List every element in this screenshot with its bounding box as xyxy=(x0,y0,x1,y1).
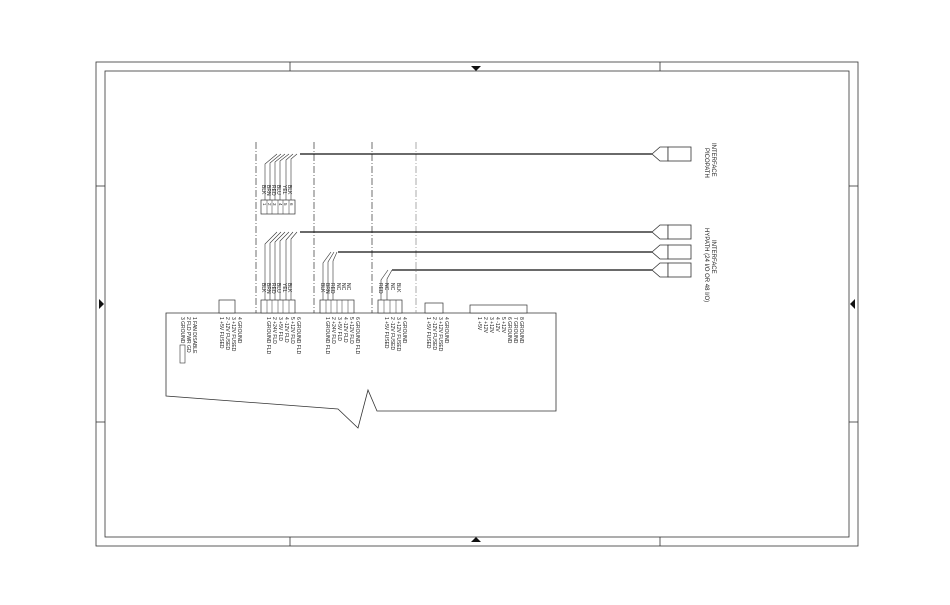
g2-pin-2: 2 +24V FLD xyxy=(330,317,336,344)
g5-pin-3: 3 +12V xyxy=(488,317,494,334)
top-wire-color-4: BLU xyxy=(275,185,281,195)
board-outline xyxy=(165,312,557,429)
g5-pin-5: 5 +12V xyxy=(500,317,506,334)
connector-g1: BLK BRN RED BLU YEL BLK 6 GROUND FLD 5 +… xyxy=(260,283,301,355)
right-center-arrow-icon xyxy=(850,299,855,309)
g1-wire-1: BLK xyxy=(260,283,266,293)
g1-pin-1: 1 GROUND FLD xyxy=(265,317,271,355)
g1-pin-5: 5 +12V FLD xyxy=(289,317,295,344)
g4-pin-4: 4 GROUND xyxy=(443,317,449,344)
g3-wire-4: BLK xyxy=(395,283,401,293)
group3-cable-fanout xyxy=(380,269,393,300)
connector-g0: 4 GROUND 3 +12V FUSED 2 -12V FUSED 1 +5V… xyxy=(179,299,242,364)
section-separators xyxy=(255,142,417,313)
g2-wire-6: NC xyxy=(345,283,351,291)
interface-wires xyxy=(300,153,652,271)
connector-g4: 4 GROUND 3 +12V FUSED 2 -12V FUSED 1 +5V… xyxy=(424,302,449,352)
g2-wire-4: NC xyxy=(335,283,341,291)
g5-pin-2: 2 +12V xyxy=(482,317,488,334)
g1-wire-6: BLK xyxy=(286,283,292,293)
g0-extra-3: 3 GROUND xyxy=(179,317,185,344)
group2-cable-fanout xyxy=(322,251,338,300)
hypath-label-2: INTERFACE xyxy=(710,240,716,274)
g0-extra-1: 1 FAN DISABLE xyxy=(191,317,197,354)
g3-pin-3: 3 +12V FUSED xyxy=(395,317,401,352)
left-center-arrow-icon xyxy=(99,299,104,309)
g1-pin-4: 4 -12V FLD xyxy=(283,317,289,343)
g4-pin-2: 2 -12V FUSED xyxy=(431,317,437,350)
g3-wire-2: NC xyxy=(383,283,389,291)
g0-pin-4: 4 GROUND xyxy=(236,317,242,344)
hypath-connector-3 xyxy=(651,262,692,278)
frame-center-markers xyxy=(99,66,855,542)
g0-pin-3: 3 +12V FUSED xyxy=(230,317,236,352)
top-wire-color-6: BLK xyxy=(286,185,292,195)
g1-pin-2: 2 +24V FLD xyxy=(271,317,277,344)
svg-text:1: 1 xyxy=(262,203,267,206)
g2-pin-6: 6 GROUND FLD xyxy=(354,317,360,355)
g4-pin-3: 3 +12V FUSED xyxy=(437,317,443,352)
bottom-center-arrow-icon xyxy=(471,537,481,542)
svg-text:6: 6 xyxy=(289,203,294,206)
g2-wire-1: BLK xyxy=(319,283,325,293)
g1-wire-3: RED xyxy=(270,283,276,294)
top-wire-color-2: BRN xyxy=(265,185,271,196)
g5-pin-7: 7 GROUND xyxy=(512,317,518,344)
picopath-label-1: PICOPATH xyxy=(703,148,709,178)
svg-text:5: 5 xyxy=(283,203,288,206)
svg-text:4: 4 xyxy=(278,203,283,206)
top-center-arrow-icon xyxy=(471,66,481,71)
g1-wire-4: BLU xyxy=(275,283,281,293)
picopath-connector xyxy=(651,146,692,162)
g3-pin-1: 1 +5V FUSED xyxy=(383,317,389,349)
g2-wire-5: NC xyxy=(340,283,346,291)
interface-connectors xyxy=(651,146,692,278)
g3-pin-4: 4 GROUND xyxy=(401,317,407,344)
g0-pin-2: 2 -12V FUSED xyxy=(224,317,230,350)
g1-wire-5: YEL xyxy=(281,283,287,293)
g2-wire-3: RED xyxy=(329,283,335,294)
g3-wire-3: NC xyxy=(389,283,395,291)
g1-pin-3: 3 +5V FLD xyxy=(277,317,283,341)
hypath-connector-2 xyxy=(651,244,692,260)
g2-wire-2: BRN xyxy=(324,283,330,294)
interface-labels: PICOPATH INTERFACE HYPATH (24 I/O OR 48 … xyxy=(703,143,716,302)
g0-pin-1: 1 +5V FUSED xyxy=(218,317,224,349)
g3-pin-2: 2 -12V FUSED xyxy=(389,317,395,350)
g2-pin-3: 3 +5V FLD xyxy=(336,317,342,341)
g4-pin-1: 1 +5V FUSED xyxy=(425,317,431,349)
g2-pin-1: 1 GROUND FLD xyxy=(324,317,330,355)
svg-text:2: 2 xyxy=(267,203,272,206)
drawing-frame xyxy=(95,61,859,547)
mid-cable-fanout xyxy=(264,231,298,300)
connector-g2: BLK BRN RED NC NC NC 6 GROUND FLD 5 +12V… xyxy=(319,283,360,355)
picopath-label-2: INTERFACE xyxy=(710,143,716,177)
hypath-connector-1 xyxy=(651,224,692,240)
g5-pin-6: 6 GROUND xyxy=(506,317,512,344)
g1-pin-6: 6 GROUND FLD xyxy=(295,317,301,355)
g2-pin-4: 4 -12V FLD xyxy=(342,317,348,343)
g2-pin-5: 5 +12V FLD xyxy=(348,317,354,344)
g5-pin-4: 4 -12V xyxy=(494,317,500,332)
svg-text:3: 3 xyxy=(272,203,277,206)
top-wire-color-1: BLK xyxy=(260,185,266,195)
g3-wire-1: RED xyxy=(377,283,383,294)
connector-g3: RED NC NC BLK 4 GROUND 3 +12V FUSED 2 -1… xyxy=(377,283,407,352)
hypath-label-1: HYPATH (24 I/O OR 48 I/O) xyxy=(703,228,709,302)
top-wire-color-5: YEL xyxy=(281,185,287,195)
top-cable-fanout xyxy=(264,153,298,200)
top-wire-color-3: RED xyxy=(270,185,276,196)
connector-g5: 8 GROUND 7 GROUND 6 GROUND 5 +12V 4 -12V… xyxy=(469,304,528,344)
g1-wire-2: BRN xyxy=(265,283,271,294)
g5-pin-1: 1 +5V xyxy=(476,317,482,331)
g5-pin-8: 8 GROUND xyxy=(518,317,524,344)
g0-extra-2: 2 FLD PWR GD xyxy=(185,317,191,353)
